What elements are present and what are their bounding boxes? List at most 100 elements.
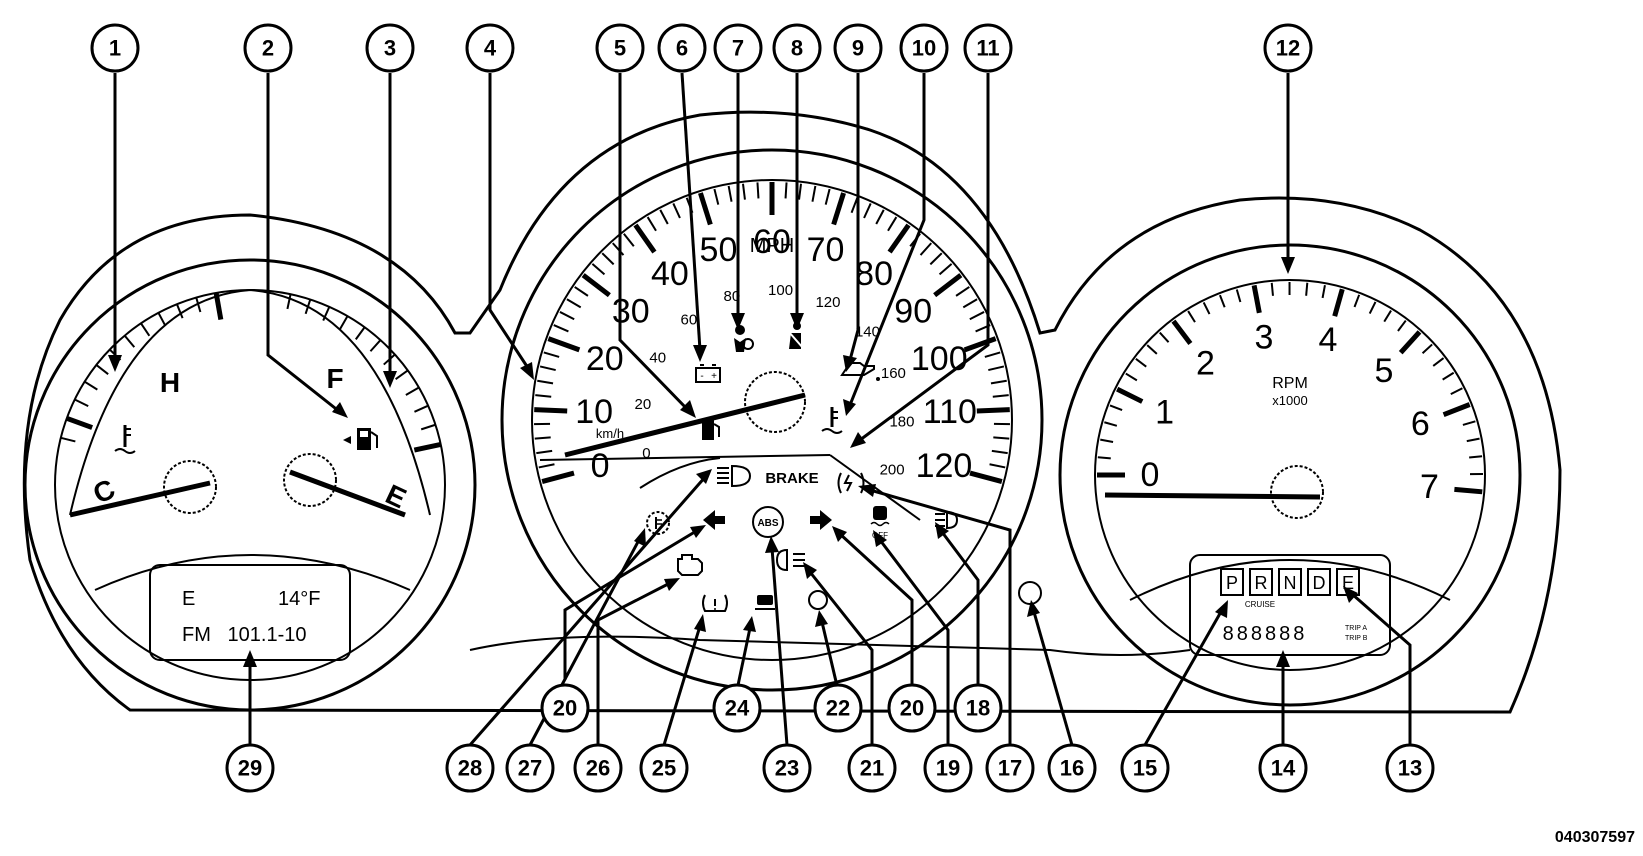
callout-number: 10	[912, 36, 936, 61]
rpm-tick	[1463, 421, 1475, 425]
speed-tick	[660, 210, 668, 224]
rpm-tick	[1444, 404, 1470, 414]
rpm-label: 7	[1420, 468, 1439, 506]
rpm-label: 6	[1411, 405, 1430, 443]
speed-tick	[567, 299, 581, 307]
rpm-tick	[1173, 321, 1190, 343]
speed-tick	[812, 186, 815, 202]
rpm-tick	[1355, 295, 1360, 307]
rpm-label: 0	[1141, 456, 1160, 494]
temp-tick	[141, 323, 149, 335]
speed-tick	[799, 184, 801, 200]
trip-b-label: TRIP B	[1345, 635, 1368, 642]
rpm-tick	[1451, 388, 1463, 394]
kmh-label: 60	[681, 312, 698, 329]
temp-tick	[75, 400, 88, 407]
speed-tick	[991, 381, 1007, 384]
speed-tick	[729, 186, 732, 202]
speed-tick	[990, 464, 1006, 467]
speed-tick	[985, 352, 1000, 357]
lcd-radio: FM 101.1-10	[182, 624, 307, 646]
fuel-full-label: F	[326, 363, 343, 394]
rpm-tick	[1335, 289, 1343, 316]
speed-tick	[826, 189, 830, 205]
rpm-tick	[1188, 311, 1195, 322]
rpm-tick	[1384, 311, 1391, 322]
temp-fuel-gauge: H C F E E 14°F FM 101.1-10	[25, 260, 475, 710]
battery-warning-icon: - +	[696, 365, 720, 382]
callout-number: 18	[966, 696, 990, 721]
rpm-label: 5	[1374, 352, 1393, 390]
speed-tick	[992, 451, 1008, 453]
speed-label: 40	[651, 255, 689, 293]
speed-tick	[921, 243, 932, 255]
rpm-tick	[1306, 283, 1307, 296]
rpm-tick	[1237, 289, 1241, 301]
temp-tick	[67, 418, 92, 427]
fuel-tick	[414, 444, 440, 450]
speed-tick	[876, 210, 884, 224]
gear-letter: N	[1284, 573, 1297, 593]
speed-tick	[977, 410, 1010, 411]
traction-control-off-icon: OFF	[871, 506, 889, 540]
callout-number: 6	[676, 36, 688, 61]
callout-number: 9	[852, 36, 864, 61]
speed-tick	[935, 275, 961, 295]
svg-text:-: -	[700, 371, 703, 382]
kmh-label: 200	[880, 461, 905, 478]
kmh-label: 0	[642, 445, 650, 462]
rpm-tick	[1100, 440, 1113, 442]
abs-warning-icon: ABS	[753, 507, 783, 537]
callout-number: 8	[791, 36, 803, 61]
speed-tick	[852, 198, 858, 213]
speed-tick	[535, 437, 551, 438]
cruise-label: CRUISE	[1245, 600, 1275, 609]
rpm-tick	[1220, 295, 1225, 307]
speed-tick	[548, 339, 579, 350]
rpm-multiplier: x1000	[1272, 393, 1307, 408]
turn-signal-right-icon	[810, 510, 832, 530]
speed-tick	[700, 193, 710, 224]
rpm-tick	[1104, 422, 1117, 426]
temp-tick	[61, 438, 76, 442]
rpm-label: 1	[1155, 394, 1174, 432]
callout-number: 1	[109, 36, 121, 61]
lcd-compass: E	[182, 588, 195, 610]
callout-number: 5	[614, 36, 626, 61]
turn-signal-left-icon	[703, 510, 725, 530]
gear-letter: D	[1313, 573, 1326, 593]
speed-tick	[613, 243, 624, 255]
speed-tick	[970, 473, 1002, 482]
speed-tick	[963, 299, 977, 307]
speed-tick	[537, 381, 553, 384]
rear-fog-light-icon	[777, 550, 805, 570]
speed-tick	[757, 182, 758, 198]
temp-tick	[125, 336, 135, 347]
rpm-tick	[1370, 302, 1376, 314]
callout-number: 25	[652, 756, 676, 781]
speed-tick	[864, 203, 871, 218]
callout-number: 13	[1398, 756, 1422, 781]
speed-tick	[592, 264, 604, 274]
speed-tick	[542, 473, 574, 482]
speed-label: 110	[923, 393, 977, 431]
speed-label: 120	[916, 447, 973, 485]
temp-tick	[85, 382, 98, 390]
rpm-tick	[1160, 333, 1169, 343]
fuel-tick	[421, 425, 435, 430]
svg-text:+: +	[711, 371, 717, 382]
high-temp-icon	[822, 407, 842, 433]
callout-number: 15	[1133, 756, 1157, 781]
speed-tick	[965, 339, 996, 350]
kmh-label: 40	[649, 349, 666, 366]
fuel-tick	[340, 316, 348, 329]
tachometer-needle	[1105, 495, 1320, 497]
speed-tick	[602, 253, 613, 264]
speed-tick	[834, 193, 844, 224]
fuel-tick	[406, 388, 419, 396]
fuel-tick	[287, 294, 290, 309]
odometer-display: 888888	[1223, 623, 1308, 645]
speed-tick	[554, 325, 569, 331]
